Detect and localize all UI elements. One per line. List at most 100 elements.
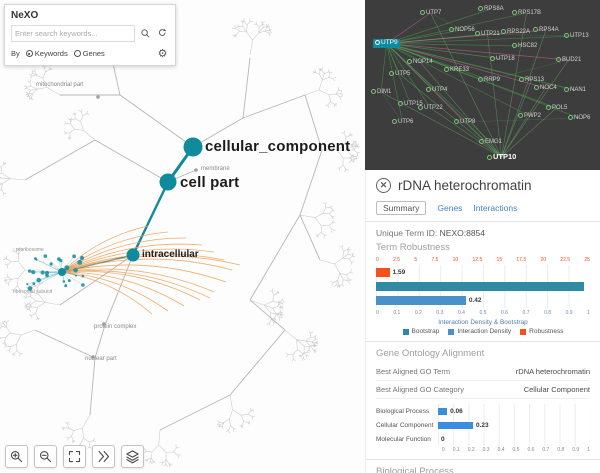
network-node[interactable]: NAN1: [564, 87, 586, 93]
axis-tick: 0: [442, 447, 445, 453]
network-node-hub[interactable]: UTP10: [487, 153, 516, 161]
axis-tick: 0.5: [512, 447, 520, 453]
network-node-hub[interactable]: UTP9: [373, 39, 400, 48]
network-node[interactable]: RPS4A: [533, 27, 559, 33]
go-bar-value: 0.23: [475, 421, 489, 429]
network-node[interactable]: PWP2: [518, 113, 541, 119]
legend-item: Robustness: [520, 328, 564, 335]
axis-tick: 0.1: [452, 447, 460, 453]
tab-interactions[interactable]: Interactions: [473, 203, 518, 213]
network-node[interactable]: RRP9: [478, 77, 500, 83]
axis-tick: 0.7: [542, 447, 550, 453]
network-node[interactable]: RPS22A: [501, 29, 530, 35]
axis-tick: 15: [496, 257, 503, 263]
axis-tick: 0.2: [467, 447, 475, 453]
view-toolbar: [5, 445, 144, 468]
ontology-tree-canvas[interactable]: [0, 0, 365, 473]
search-input[interactable]: [11, 25, 135, 42]
fit-to-screen-button[interactable]: [63, 445, 86, 468]
tree-node-cellular-component[interactable]: cellular_component: [205, 138, 351, 155]
expand-all-button[interactable]: [92, 445, 115, 468]
robustness-plot: 1.59 0.42: [376, 265, 590, 308]
axis-tick: 0.5: [479, 310, 487, 316]
divider: [366, 341, 600, 342]
tree-node-preribosome[interactable]: preribosome: [16, 247, 44, 253]
expand-all-icon: [98, 450, 110, 463]
network-node[interactable]: POL5: [546, 105, 567, 111]
unique-term-id: Unique Term ID: NEXO:8854: [376, 228, 590, 238]
bar-interaction-density: 0.42: [376, 296, 590, 305]
network-node[interactable]: UTP7: [420, 10, 441, 16]
network-node[interactable]: UTP5: [389, 71, 410, 77]
go-bar-value: 0.06: [450, 407, 463, 415]
search-icon[interactable]: [139, 27, 152, 40]
radio-genes[interactable]: Genes: [73, 49, 105, 58]
detail-tabs: Summary Genes Interactions: [376, 201, 590, 215]
network-node[interactable]: KRE33: [444, 67, 469, 73]
network-node[interactable]: UTP6: [392, 119, 413, 125]
axis-tick: 0.4: [497, 447, 505, 453]
bar-robustness: 1.59: [376, 268, 590, 277]
zoom-out-button[interactable]: [34, 445, 57, 468]
network-node[interactable]: NOP14: [407, 59, 433, 65]
ontology-tree-view[interactable]: cellular_component cell part intracellul…: [0, 0, 365, 473]
go-row-label: Best Aligned GO Term: [376, 367, 451, 376]
tree-node-protein-complex[interactable]: protein complex: [94, 324, 137, 330]
axis-tick: 0.9: [572, 447, 580, 453]
robustness-axis-caption: Interaction Density & Bootstrap: [438, 319, 528, 326]
network-node[interactable]: UTP21: [475, 31, 500, 37]
refresh-icon[interactable]: [156, 27, 169, 40]
tree-node-intracellular[interactable]: intracellular: [142, 249, 199, 260]
tree-node-cell-part[interactable]: cell part: [180, 174, 240, 191]
network-node[interactable]: BUD21: [556, 57, 581, 63]
layers-icon: [126, 450, 139, 464]
network-node[interactable]: UTP8: [454, 119, 475, 125]
network-node[interactable]: DIM1: [371, 89, 391, 95]
network-node[interactable]: NOP56: [449, 27, 475, 33]
axis-tick: 10: [452, 257, 459, 263]
tab-summary[interactable]: Summary: [376, 201, 427, 215]
network-node[interactable]: RPS13: [519, 77, 544, 83]
network-node[interactable]: RPS8A: [478, 6, 504, 12]
network-node[interactable]: RPS17B: [512, 10, 541, 16]
zoom-in-button[interactable]: [5, 445, 28, 468]
legend-swatch: [448, 328, 455, 335]
close-icon[interactable]: ✕: [376, 178, 391, 193]
network-node[interactable]: UTP22: [418, 105, 443, 111]
interaction-network-panel[interactable]: UTP7 RPS8A RPS17B NOP56 UTP21 RPS22A RPS…: [365, 0, 600, 170]
by-label: By: [11, 49, 20, 58]
tab-genes[interactable]: Genes: [437, 203, 463, 213]
network-node[interactable]: NOP6: [568, 115, 590, 121]
go-bar: [438, 407, 448, 415]
network-node[interactable]: UTP15: [398, 101, 423, 107]
axis-tick: 1: [587, 447, 590, 453]
network-node[interactable]: UTP13: [564, 33, 589, 39]
radio-dot-keywords[interactable]: [25, 50, 33, 57]
network-node[interactable]: EMG1: [479, 139, 502, 145]
axis-tick: 5: [414, 257, 418, 263]
radio-dot-genes[interactable]: [73, 50, 81, 57]
section-biological-process: Biological Process: [376, 466, 454, 473]
settings-icon[interactable]: ⚙: [157, 48, 168, 60]
network-node[interactable]: UTP18: [490, 56, 515, 62]
radio-keywords[interactable]: Keywords: [25, 49, 68, 58]
tree-node-membrane[interactable]: membrane: [201, 166, 230, 172]
axis-tick: 17.5: [516, 257, 527, 263]
tree-node-ribosomal-subunit[interactable]: ribosomal subunit: [13, 289, 53, 295]
go-bar-track: 0: [438, 432, 590, 446]
network-node[interactable]: NOC4: [534, 85, 557, 91]
network-node[interactable]: UTP4: [426, 87, 447, 93]
legend-item: Bootstrap: [402, 328, 439, 335]
tree-node-nuclear-part[interactable]: nuclear part: [85, 356, 117, 362]
network-node[interactable]: HSC82: [512, 43, 537, 49]
search-panel: NeXO By Keywords Genes: [4, 4, 176, 66]
tree-node-mitochondrial-part[interactable]: mitochondrial part: [36, 82, 84, 88]
layers-button[interactable]: [121, 445, 144, 468]
